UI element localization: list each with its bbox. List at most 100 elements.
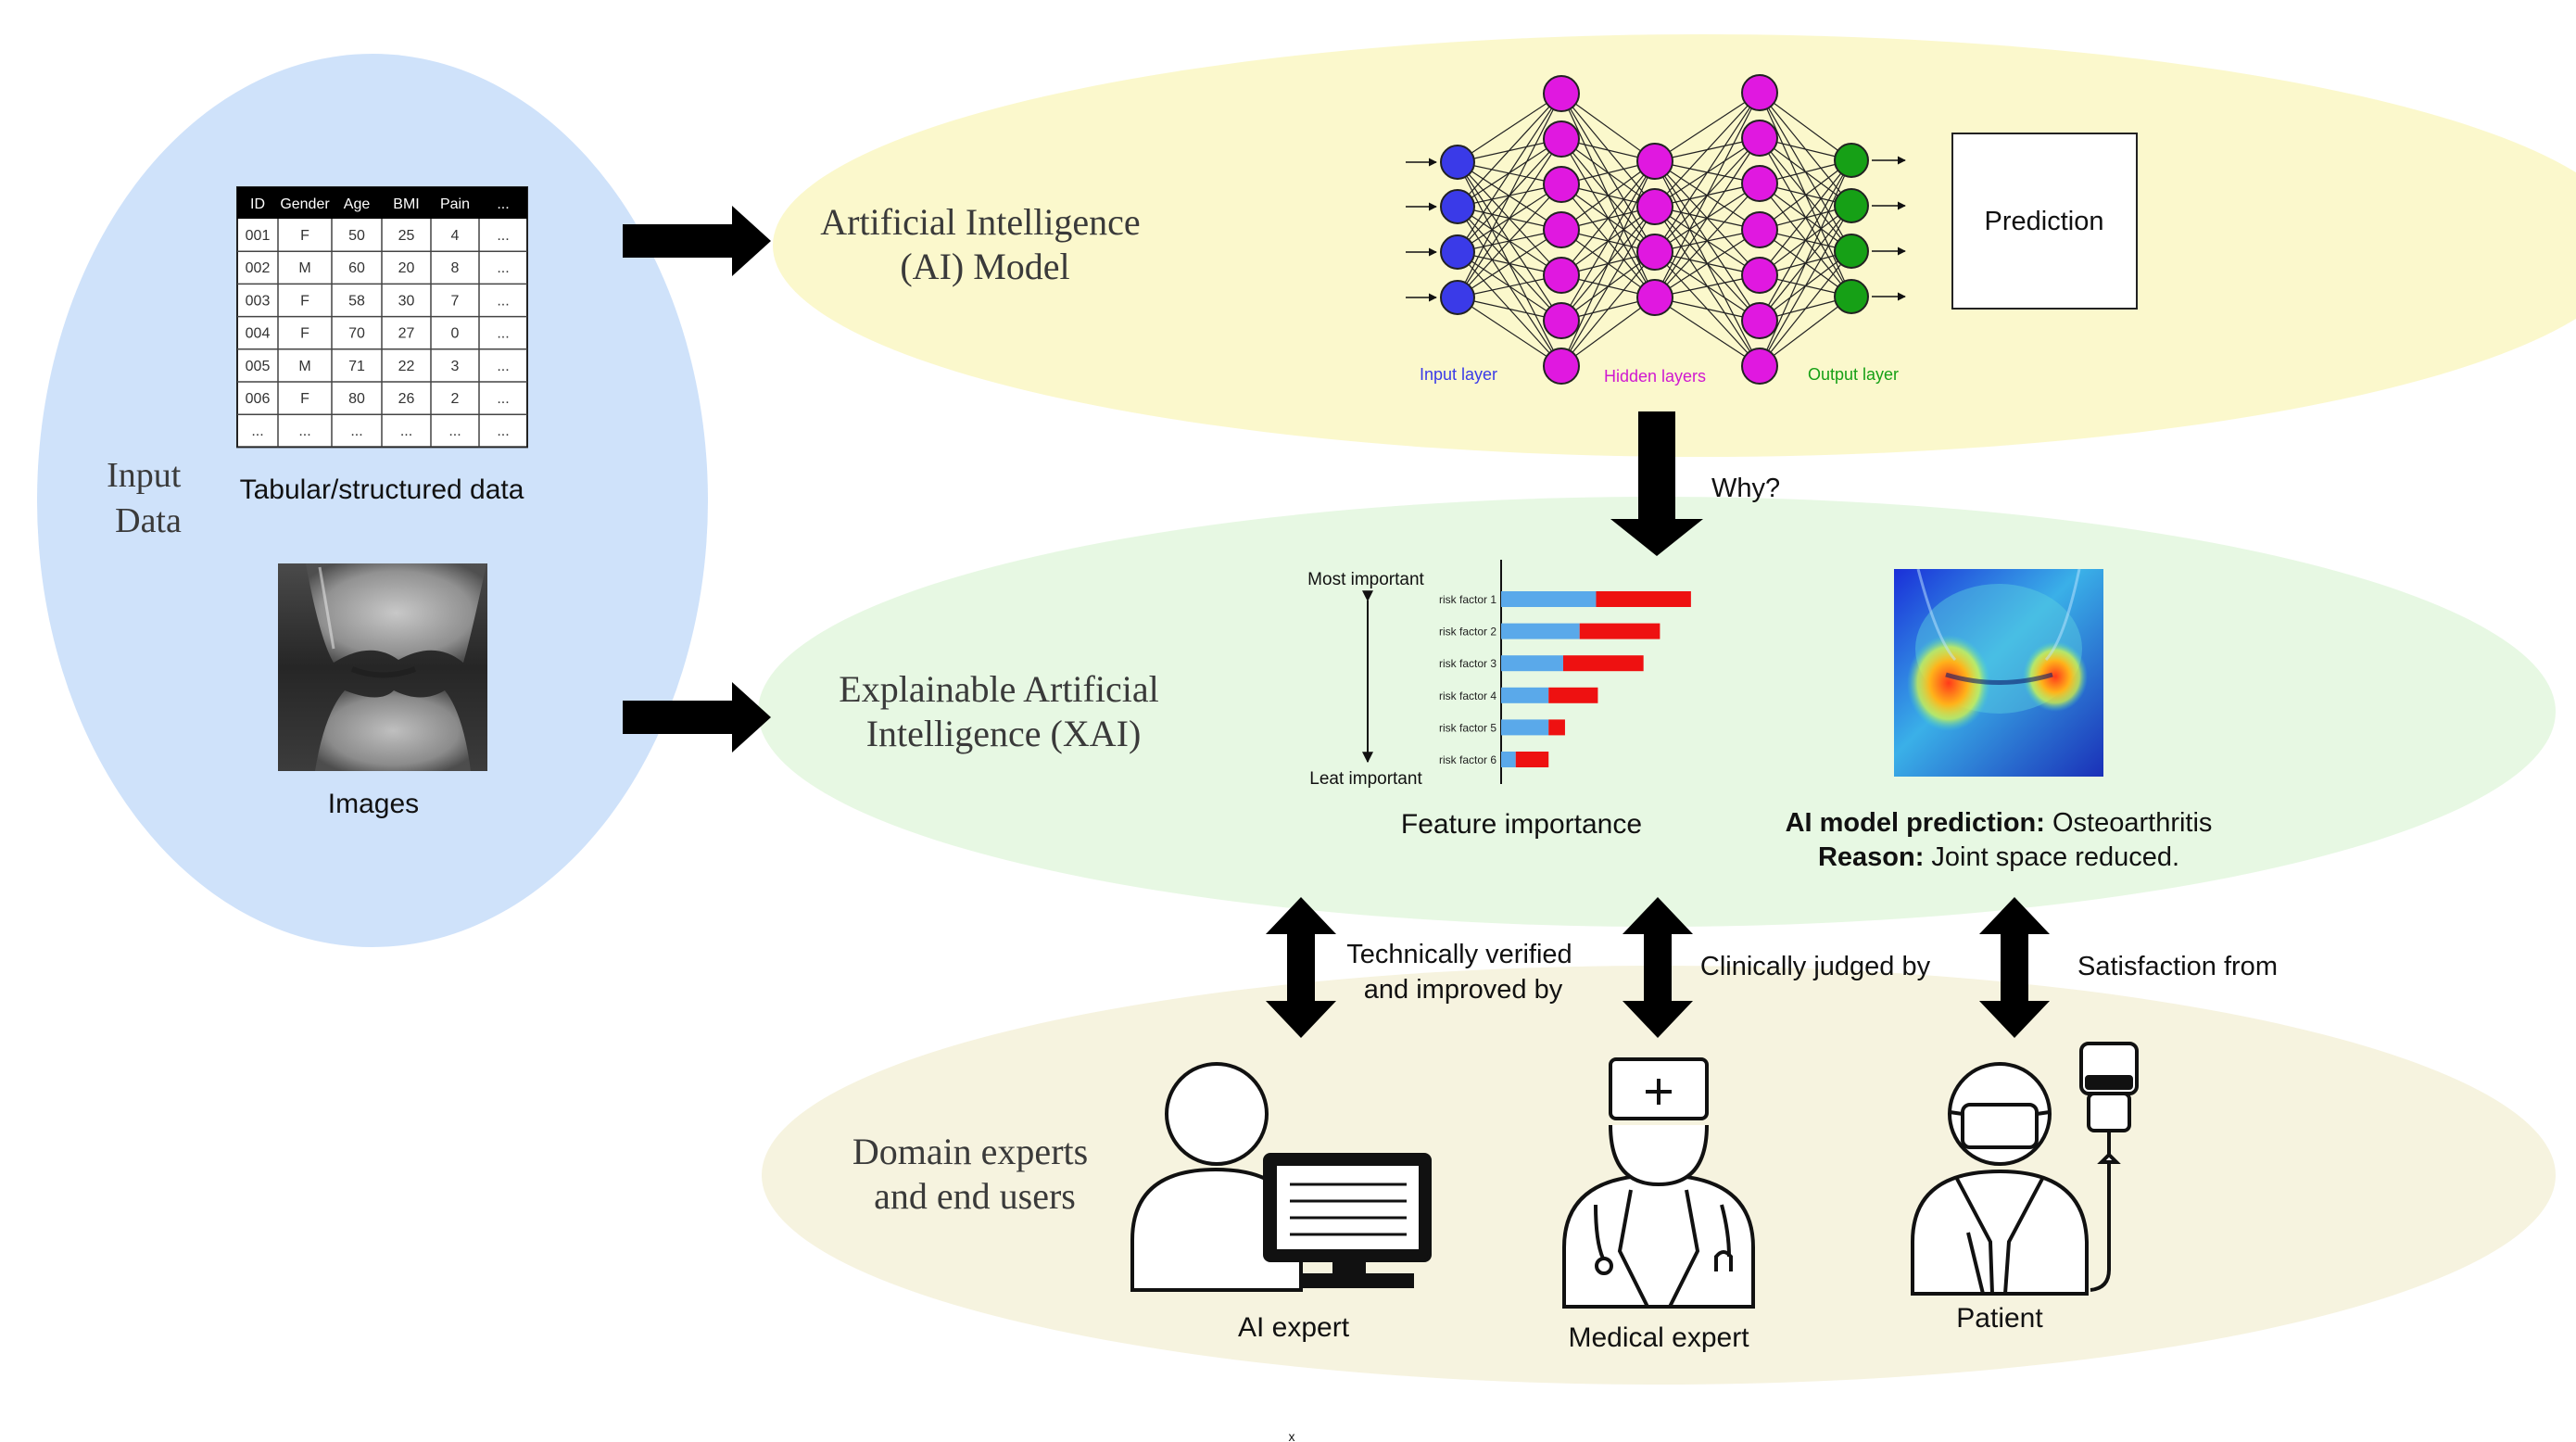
table-cell: 25	[398, 228, 415, 244]
bar-segment-red	[1562, 655, 1644, 672]
hidden-node	[1741, 211, 1778, 248]
table-cell: 26	[398, 391, 415, 407]
input-node	[1440, 280, 1475, 315]
table-cell: 001	[246, 228, 271, 244]
prediction-box	[1951, 133, 2138, 310]
hidden-node	[1543, 211, 1580, 248]
hidden-node	[1543, 75, 1580, 112]
patient-icon	[1911, 1042, 2139, 1296]
prediction-label: Prediction	[1985, 207, 2104, 236]
footer-mark: x	[1289, 1429, 1295, 1442]
category-label: risk factor 5	[1439, 721, 1496, 734]
table-header-cell: ...	[497, 196, 509, 212]
bar-segment-blue	[1501, 655, 1563, 672]
knee-xray-image	[278, 563, 487, 771]
bar-segment-blue	[1501, 752, 1516, 767]
table-cell: 58	[348, 293, 365, 309]
hidden-node	[1543, 257, 1580, 294]
images-caption: Images	[328, 789, 419, 819]
table-cell: ...	[497, 359, 509, 374]
output-node	[1834, 279, 1869, 314]
input-data-region	[37, 54, 708, 947]
table-cell: 7	[451, 293, 460, 309]
category-label: risk factor 1	[1439, 593, 1496, 606]
double-arrow-satisfaction	[1979, 897, 2050, 1038]
table-cell: 22	[398, 359, 415, 374]
most-important-label: Most important	[1307, 570, 1424, 589]
ai-expert-label: AI expert	[1238, 1312, 1350, 1343]
table-cell: F	[300, 326, 309, 342]
hidden-node	[1741, 165, 1778, 202]
table-cell: ...	[497, 260, 509, 276]
table-header-cell: Pain	[440, 196, 470, 212]
output-layer-label: Output layer	[1808, 365, 1899, 384]
double-arrow-clinical	[1623, 897, 1693, 1038]
hidden-node	[1636, 279, 1673, 316]
least-important-label: Leat important	[1309, 769, 1422, 789]
table-cell: ...	[448, 424, 461, 439]
table-cell: 27	[398, 326, 415, 342]
category-label: risk factor 3	[1439, 657, 1496, 670]
medical-expert-label: Medical expert	[1568, 1322, 1749, 1353]
bar-segment-red	[1515, 752, 1549, 767]
users-title: Domain experts and end users	[852, 1131, 1097, 1217]
hidden-node	[1543, 302, 1580, 339]
table-cell: ...	[251, 424, 263, 439]
xai-title: Explainable Artificial Intelligence (XAI…	[839, 668, 1168, 754]
table-cell: 70	[348, 326, 365, 342]
category-label: risk factor 2	[1439, 626, 1496, 639]
hidden-node	[1636, 188, 1673, 225]
table-cell: 80	[348, 391, 365, 407]
table-cell: F	[300, 391, 309, 407]
patient-label: Patient	[1956, 1303, 2043, 1334]
table-header-row	[237, 187, 527, 219]
table-cell: ...	[298, 424, 310, 439]
table-cell: 60	[348, 260, 365, 276]
table-cell: 2	[451, 391, 460, 407]
bar-segment-red	[1596, 591, 1691, 607]
table-cell: ...	[497, 228, 509, 244]
bar-segment-red	[1548, 687, 1598, 703]
technical-link-label: Technically verified and improved by	[1346, 940, 1579, 1005]
output-node	[1834, 234, 1869, 269]
arrow-to-xai	[623, 682, 771, 753]
table-header-cell: Age	[344, 196, 371, 212]
satisfaction-link-label: Satisfaction from	[2077, 952, 2278, 981]
table-cell: 004	[246, 326, 271, 342]
hidden-node	[1543, 120, 1580, 158]
bar-segment-blue	[1501, 687, 1549, 703]
table-caption: Tabular/structured data	[240, 474, 524, 505]
medical-expert-icon	[1562, 1057, 1755, 1309]
feature-importance-chart: risk factor 1 risk factor 2 risk factor 3 r…	[1439, 560, 1691, 784]
input-data-title: Input Data	[107, 456, 190, 540]
table-cell: F	[300, 228, 309, 244]
table-cell: 20	[398, 260, 415, 276]
table-cell: 71	[348, 359, 365, 374]
output-node	[1834, 188, 1869, 223]
double-arrow-technical	[1266, 897, 1336, 1038]
reason-text: Reason: Joint space reduced.	[1818, 842, 2179, 872]
bar-segment-red	[1548, 719, 1565, 736]
table-cell: ...	[497, 424, 509, 439]
table-cell: M	[298, 359, 310, 374]
hidden-node	[1543, 348, 1580, 385]
table-cell: 005	[246, 359, 271, 374]
bar-segment-blue	[1501, 623, 1580, 639]
input-node	[1440, 189, 1475, 224]
table-cell: 50	[348, 228, 365, 244]
arrow-to-ai-model	[623, 206, 771, 276]
table-cell: M	[298, 260, 310, 276]
bar-segment-blue	[1501, 719, 1549, 736]
table-cell: 3	[451, 359, 460, 374]
table-cell: 8	[451, 260, 460, 276]
table-cell: 0	[451, 326, 460, 342]
table-header-cell: BMI	[393, 196, 419, 212]
table-cell: ...	[350, 424, 362, 439]
xai-region	[758, 497, 2556, 927]
table-cell: 006	[246, 391, 271, 407]
hidden-layers-label: Hidden layers	[1604, 367, 1706, 386]
bar-segment-blue	[1501, 591, 1597, 607]
clinical-link-label: Clinically judged by	[1700, 952, 1931, 981]
input-layer-label: Input layer	[1420, 365, 1497, 384]
